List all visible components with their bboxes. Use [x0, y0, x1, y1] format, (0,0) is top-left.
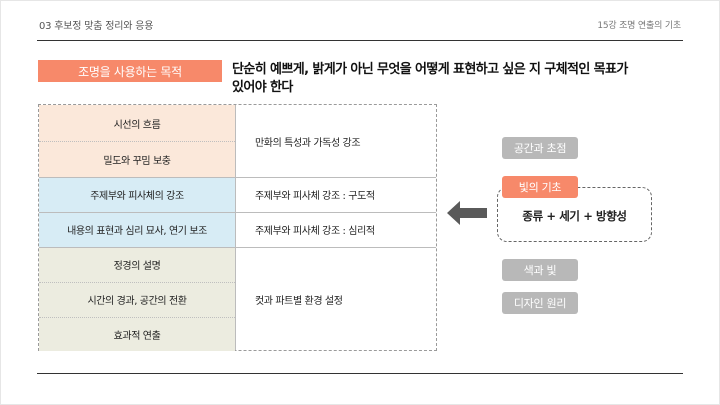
- purpose-label: 조명을 사용하는 목적: [38, 60, 222, 82]
- table-left-cell: 효과적 연출: [39, 317, 235, 351]
- lecture-title: 15강 조명 연출의 기초: [597, 21, 681, 31]
- table-subdivider: [39, 282, 235, 283]
- purpose-text: 단순히 예쁘게, 밝게가 아닌 무엇을 어떻게 표현하고 싶은 지 구체적인 목…: [232, 61, 682, 97]
- topic-space-focus: 공간과 초점: [502, 137, 578, 159]
- table-divider: [39, 247, 436, 248]
- table-right-cell: 컷과 파트별 환경 설정: [255, 295, 343, 307]
- purpose-text-line2: 있어야 한다: [232, 80, 293, 95]
- table-left-cell: 시간의 경과, 공간의 전환: [39, 282, 235, 317]
- table-subdivider: [39, 141, 235, 142]
- purpose-text-line1: 단순히 예쁘게, 밝게가 아닌 무엇을 어떻게 표현하고 싶은 지 구체적인 목…: [232, 62, 628, 77]
- table-left-cell: 정경의 설명: [39, 247, 235, 282]
- purpose-table: 시선의 흐름 밀도와 꾸밈 보충 주제부와 피사체의 강조 내용의 표현과 심리…: [38, 104, 437, 351]
- topic-light-basics: 빛의 기초: [502, 176, 578, 198]
- table-right-cell: 주제부와 피사체 강조 : 심리적: [255, 226, 375, 237]
- section-title: 03 후보정 맞춤 정리와 응용: [39, 21, 154, 32]
- table-left-cell: 밀도와 꾸밈 보충: [39, 141, 235, 177]
- light-formula: 종류 + 세기 + 방향성: [522, 209, 627, 223]
- table-divider: [39, 212, 436, 213]
- table-subdivider: [39, 317, 235, 318]
- table-right-cell: 주제부와 피사체 강조 : 구도적: [255, 191, 375, 202]
- arrow-left-icon: [447, 201, 487, 225]
- table-right-cell: 만화의 특성과 가독성 강조: [255, 137, 361, 149]
- table-left-cell: 내용의 표현과 심리 묘사, 연기 보조: [39, 212, 235, 247]
- table-left-cell: 주제부와 피사체의 강조: [39, 177, 235, 212]
- footer-divider: [37, 373, 683, 374]
- topic-design-principles: 디자인 원리: [502, 292, 578, 314]
- table-divider: [39, 177, 436, 178]
- table-column-divider: [235, 105, 236, 350]
- topic-color-light: 색과 빛: [502, 259, 578, 281]
- header-divider: [37, 40, 683, 41]
- table-left-cell: 시선의 흐름: [39, 105, 235, 141]
